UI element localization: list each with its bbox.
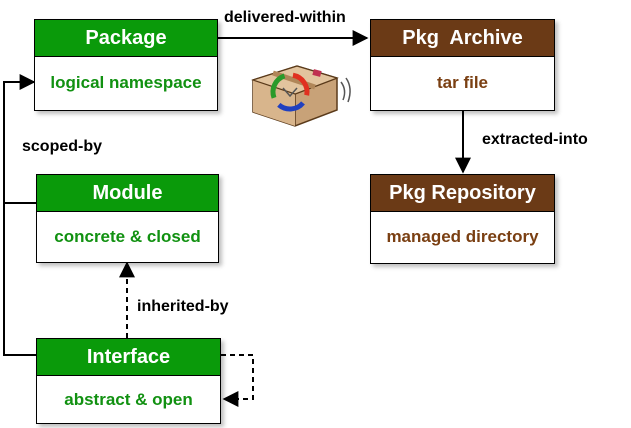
module-title: Module [37,175,218,212]
archive-desc: tar file [436,73,489,92]
scoped-by-label: scoped-by [22,138,103,155]
module-box: Module concrete & closed [36,174,219,263]
interface-box: Interface abstract & open [36,338,221,424]
package-desc: logical namespace [50,73,202,92]
module-desc: concrete & closed [54,227,201,246]
repository-title: Pkg Repository [371,175,554,212]
repository-desc: managed directory [386,227,539,246]
repository-box: Pkg Repository managed directory [370,174,555,264]
package-parcel-icon [251,65,351,127]
archive-title: Pkg Archive [371,20,554,57]
delivered-within-label: delivered-within [224,9,346,26]
interface-title: Interface [37,339,220,376]
extracted-into-label: extracted-into [482,131,588,148]
interface-self-arrow [221,354,254,407]
archive-box: Pkg Archive tar file [370,19,555,111]
scoped-by-arrow [3,74,36,356]
interface-desc: abstract & open [64,390,193,409]
package-box: Package logical namespace [34,19,218,111]
package-title: Package [35,20,217,57]
inherited-by-label: inherited-by [137,298,229,315]
